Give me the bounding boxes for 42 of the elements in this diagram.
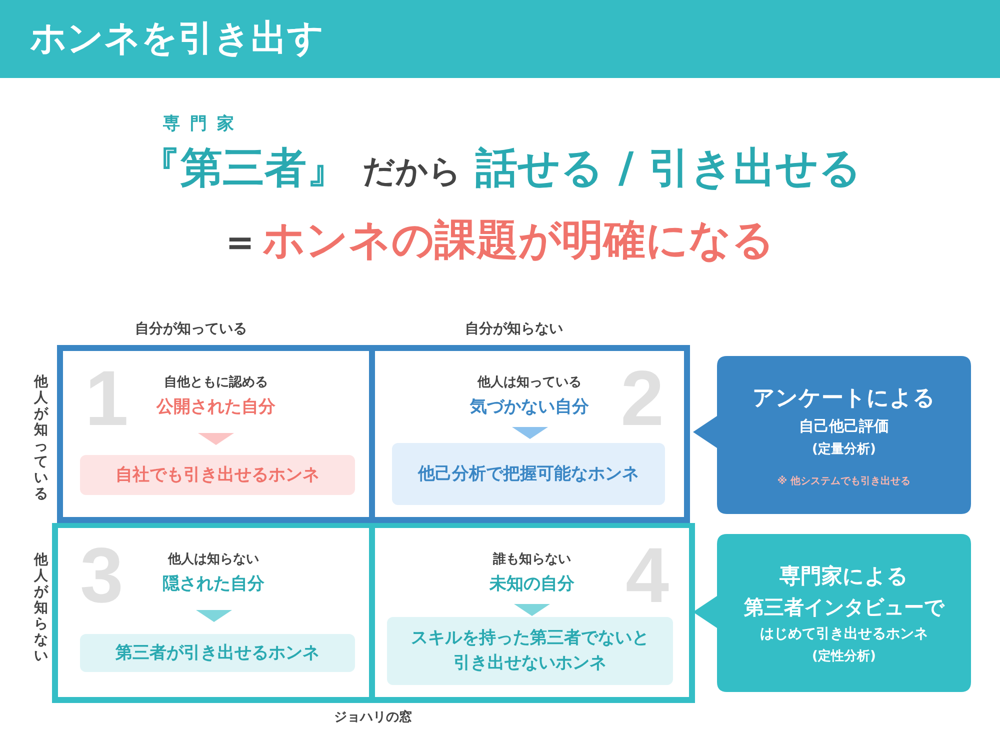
headline-text: =	[226, 223, 254, 263]
bubble-text: 自己他己評価	[799, 416, 889, 436]
ruby-text: 専門家	[163, 113, 244, 135]
bubble-text: はじめて引き出せるホンネ	[760, 624, 928, 642]
answer-text: 自社でも引き出せるホンネ	[116, 464, 320, 487]
answer-box	[387, 617, 673, 685]
window-row	[57, 345, 690, 523]
title: ホンネを引き出す	[30, 17, 324, 61]
quadrant-subtitle: 他人は知らない	[166, 551, 260, 568]
quadrant-title: 気づかない自分	[468, 396, 590, 418]
headline-text: 話せる / 引き出せる	[476, 142, 862, 194]
axis-label: 自分が知らない	[465, 320, 563, 338]
answer-text: スキルを持った第三者でないと引き出せないホンネ	[410, 627, 650, 675]
axis-label: 自分が知っている	[135, 320, 247, 338]
quadrant-title: 公開された自分	[155, 396, 276, 418]
headline-text: 『第三者』	[138, 142, 349, 194]
quadrant-title: 未知の自分	[488, 573, 576, 595]
axis-label: 他人が知らない	[33, 552, 49, 664]
quadrant	[63, 351, 369, 517]
bubble-text: (定性分析)	[812, 648, 876, 664]
headline-text: ホンネの課題が明確になる	[262, 214, 774, 266]
quadrant	[375, 528, 689, 697]
quadrant	[58, 528, 369, 697]
answer-text: 第三者が引き出せるホンネ	[116, 642, 320, 665]
axis-label: 他人が知っている	[33, 374, 49, 502]
headline-text: だから	[362, 151, 462, 192]
bubble-text: (定量分析)	[812, 440, 876, 458]
window-row	[52, 523, 695, 703]
answer-box	[392, 443, 665, 505]
answer-box	[80, 455, 355, 495]
answer-text: 他己分析で把握可能なホンネ	[418, 462, 639, 486]
bubble-text: 専門家による	[780, 562, 908, 590]
quadrant-subtitle: 他人は知っている	[476, 374, 582, 391]
quadrant	[375, 351, 684, 517]
quadrant-title: 隠された自分	[162, 573, 266, 595]
answer-box	[80, 634, 355, 672]
note-text: ※ 他システムでも引き出せる	[777, 474, 911, 488]
axis-label: ジョハリの窓	[334, 708, 412, 726]
quadrant-subtitle: 自他ともに認める	[163, 374, 269, 391]
bubble-text: アンケートによる	[752, 384, 936, 412]
quadrant-subtitle: 誰も知らない	[492, 551, 572, 568]
bubble-text: 第三者インタビューで	[744, 594, 944, 620]
